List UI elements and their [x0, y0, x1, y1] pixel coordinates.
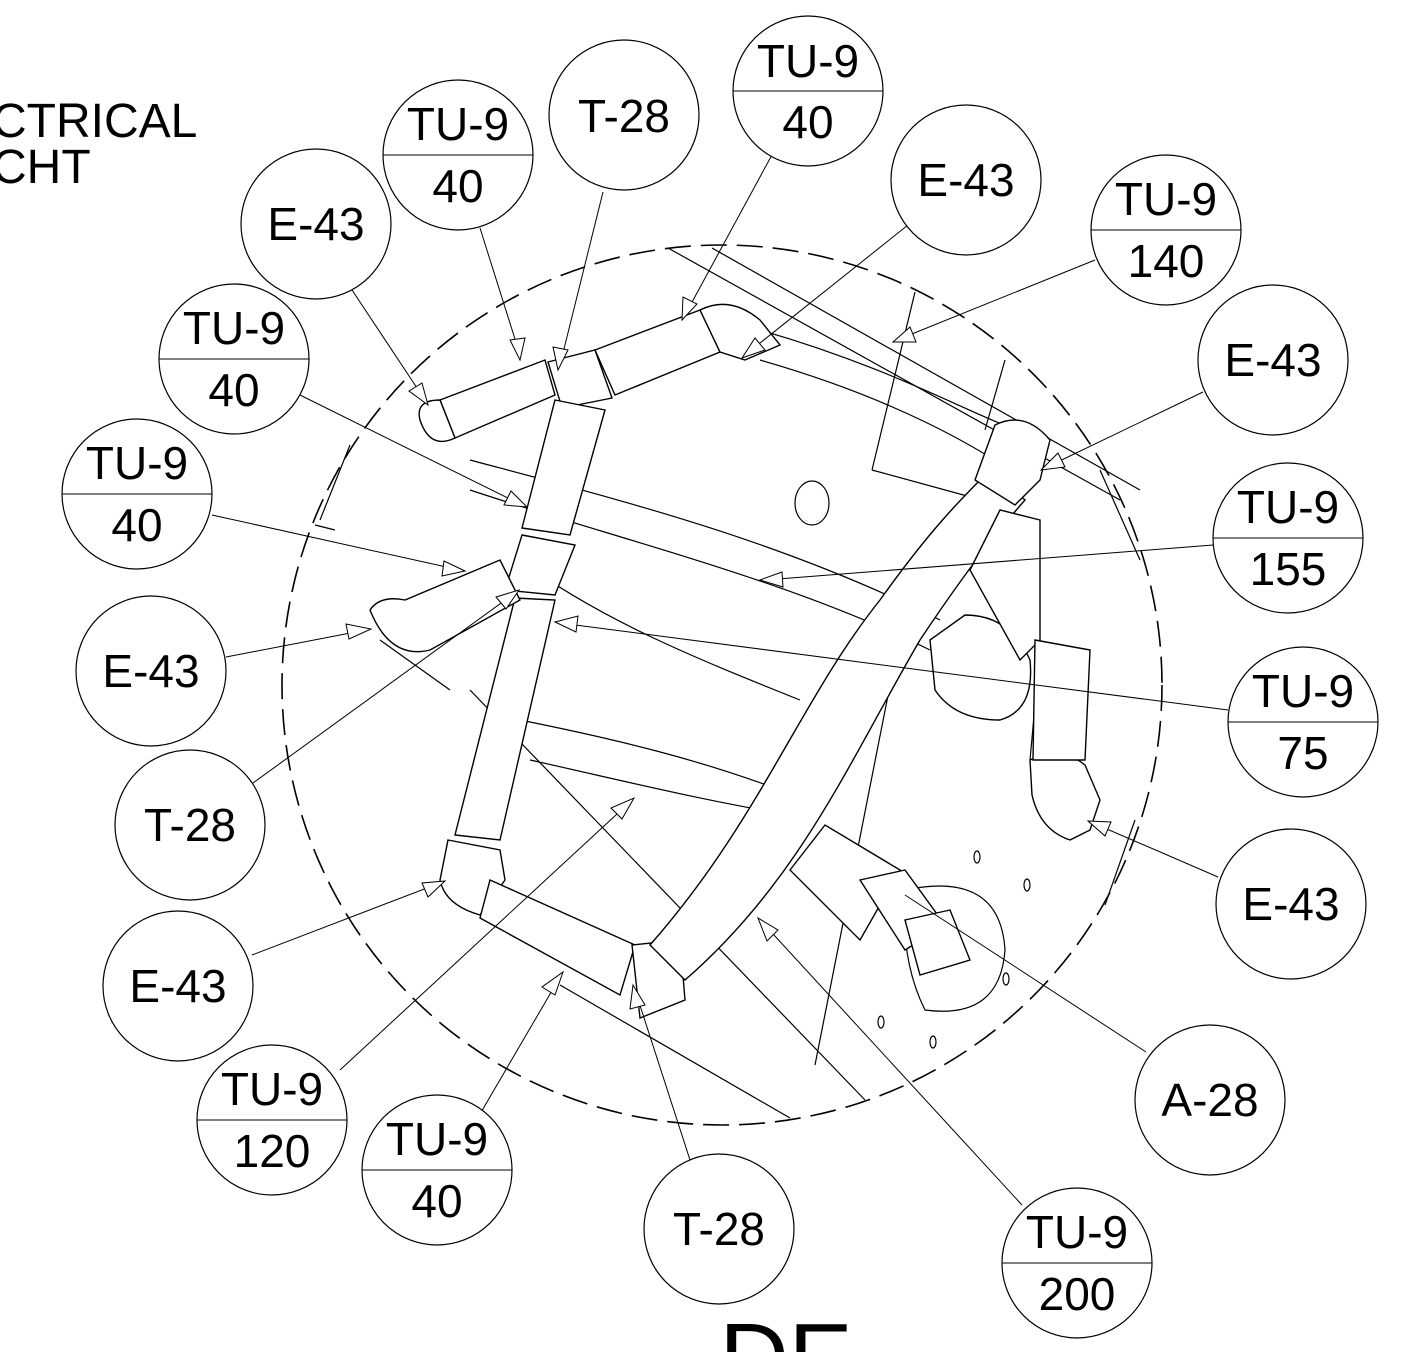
callout-top-label: TU-9	[221, 1063, 323, 1115]
callout-top-label: TU-9	[183, 302, 285, 354]
callout-t28-b: T-28	[643, 1153, 795, 1305]
view-label-partial: DE	[719, 1304, 852, 1352]
callout-bottom-label: 40	[782, 96, 833, 148]
callout-tu9-40-a: TU-9 40	[382, 79, 534, 231]
callout-top-label: TU-9	[1252, 665, 1354, 717]
callout-tu9-155: TU-9 155	[1212, 462, 1364, 614]
callout-top-label: TU-9	[386, 1113, 488, 1165]
leader-lines	[211, 152, 1229, 1206]
callout-tu9-40-d: TU-9 40	[61, 418, 213, 570]
callout-bottom-label: 40	[432, 160, 483, 212]
callout-top-label: TU-9	[1026, 1206, 1128, 1258]
callout-bottom-label: 40	[111, 499, 162, 551]
callout-tu9-140: TU-9 140	[1090, 154, 1242, 306]
callout-e43-e: E-43	[75, 595, 227, 747]
title-partial-line1: CTRICAL	[0, 95, 197, 148]
callout-bottom-label: 120	[234, 1125, 311, 1177]
callout-bottom-label: 40	[411, 1175, 462, 1227]
callout-top-label: TU-9	[1115, 173, 1217, 225]
callout-top-label: TU-9	[757, 35, 859, 87]
callout-top-label: E-43	[129, 960, 226, 1012]
pipe-assembly	[369, 303, 1101, 1019]
callout-top-label: E-43	[102, 645, 199, 697]
callout-e43-f: E-43	[240, 148, 392, 300]
callout-bottom-label: 140	[1128, 235, 1205, 287]
callout-tu9-40-e: TU-9 40	[158, 283, 310, 435]
callout-tu9-40-b: TU-9 40	[732, 15, 884, 167]
callout-e43-b: E-43	[1197, 284, 1349, 436]
callout-tu9-40-c: TU-9 40	[361, 1094, 513, 1246]
callout-top-label: TU-9	[86, 437, 188, 489]
callout-top-label: E-43	[267, 198, 364, 250]
callout-e43-c: E-43	[1215, 828, 1367, 980]
callout-e43-a: E-43	[890, 104, 1042, 256]
callout-e43-d: E-43	[102, 910, 254, 1062]
callout-bottom-label: 75	[1277, 727, 1328, 779]
callout-top-label: T-28	[673, 1203, 765, 1255]
callout-bottom-label: 40	[208, 364, 259, 416]
callout-top-label: E-43	[1224, 334, 1321, 386]
callout-a28: A-28	[1134, 1024, 1286, 1176]
callout-top-label: T-28	[144, 799, 236, 851]
callout-top-label: E-43	[917, 154, 1014, 206]
callout-t28-a: T-28	[548, 39, 700, 191]
callout-bottom-label: 200	[1039, 1268, 1116, 1320]
callout-top-label: T-28	[578, 90, 670, 142]
callout-tu9-120: TU-9 120	[196, 1044, 348, 1196]
callout-top-label: E-43	[1242, 878, 1339, 930]
title-partial-line2: CHT	[0, 141, 91, 194]
callout-t28-c: T-28	[114, 749, 266, 901]
detail-boundary-circle	[281, 244, 1163, 1126]
callout-top-label: TU-9	[1237, 481, 1339, 533]
callout-bottom-label: 155	[1250, 543, 1327, 595]
callout-top-label: TU-9	[407, 98, 509, 150]
callout-tu9-200: TU-9 200	[1001, 1187, 1153, 1339]
callout-tu9-75: TU-9 75	[1227, 646, 1379, 798]
callout-top-label: A-28	[1161, 1074, 1258, 1126]
